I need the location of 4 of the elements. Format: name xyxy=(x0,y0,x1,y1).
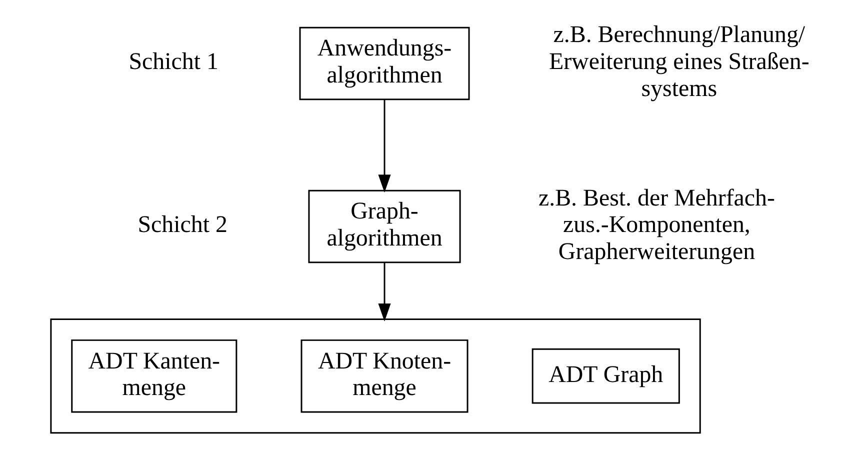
label: z.B. Best. der Mehrfach- zus.-Komponenten, Grapherweiterungen xyxy=(538,185,774,266)
label: Schicht 2 xyxy=(137,212,227,238)
label: z.B. Berechnung/Planung/ Erweiterung eines Straßen- systems xyxy=(548,22,809,102)
label: Schicht 1 xyxy=(128,49,218,76)
